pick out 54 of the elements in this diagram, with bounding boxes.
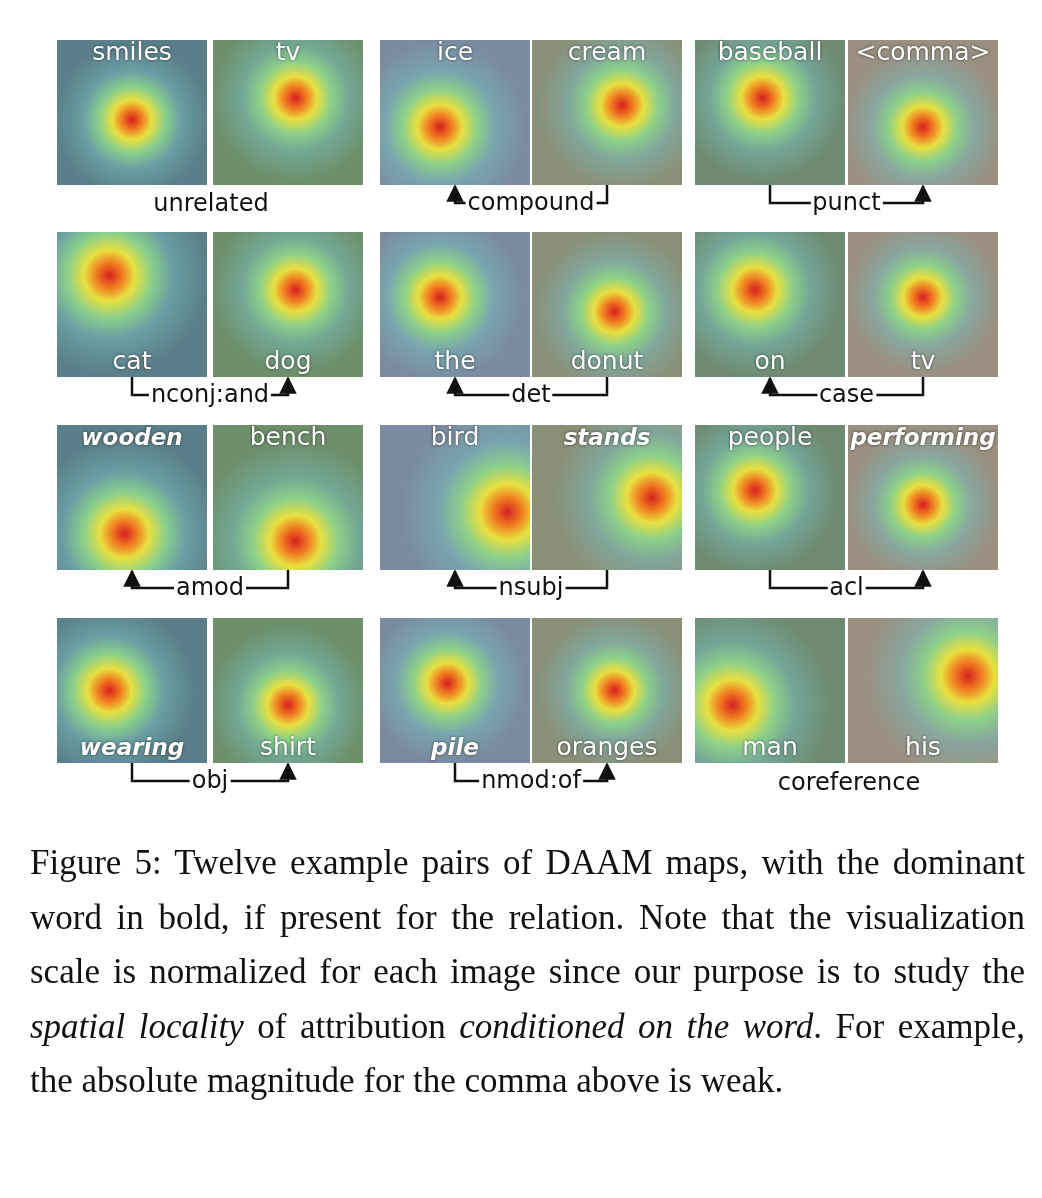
heatmap-photo	[57, 618, 207, 763]
word-label: dog	[263, 347, 313, 375]
heatmap-photo	[57, 232, 207, 377]
heatmap-photo	[848, 618, 998, 763]
heatmap-photo	[532, 40, 682, 185]
word-label: pile	[430, 733, 480, 761]
word-label: shirt	[259, 733, 317, 761]
word-label: his	[904, 733, 942, 761]
heatmap-photo	[695, 425, 845, 570]
word-label: tv	[274, 38, 302, 66]
heatmap-photo	[848, 40, 998, 185]
word-label: <comma>	[854, 38, 992, 66]
figure-caption: Figure 5: Twelve example pairs of DAAM maps, with the dominant word in bold, if present for the relation. Note that the visualization scale is normalized for each image since our purpose is to study the spatial locality of attribution conditioned on the word. For example, the absolute magnitude for the comma above is weak.	[30, 842, 1025, 1102]
heatmap-photo	[213, 425, 363, 570]
heatmap-photo	[695, 232, 845, 377]
heatmap-photo	[380, 618, 530, 763]
heatmap-photo	[848, 425, 998, 570]
edge-label: obj	[189, 767, 231, 793]
heatmap-photo	[695, 618, 845, 763]
word-label: stands	[562, 423, 652, 451]
word-label: the	[433, 347, 477, 375]
word-label: smiles	[91, 38, 173, 66]
word-label: cat	[111, 347, 153, 375]
heatmap-photo	[532, 232, 682, 377]
edge-label: nconj:and	[148, 381, 272, 407]
word-label: baseball	[716, 38, 824, 66]
word-label: on	[753, 347, 787, 375]
word-label: man	[741, 733, 799, 761]
heatmap-photo	[380, 40, 530, 185]
word-label: oranges	[555, 733, 659, 761]
word-label: donut	[569, 347, 645, 375]
heatmap-photo	[848, 232, 998, 377]
heatmap-photo	[380, 425, 530, 570]
heatmap-photo	[213, 232, 363, 377]
heatmap-photo	[213, 618, 363, 763]
heatmap-photo	[57, 40, 207, 185]
heatmap-photo	[695, 40, 845, 185]
edge-label: compound	[465, 189, 597, 215]
heatmap-photo	[532, 425, 682, 570]
heatmap-photo	[532, 618, 682, 763]
heatmap-photo	[57, 425, 207, 570]
edge-label: punct	[810, 189, 883, 215]
word-label: performing	[849, 423, 997, 451]
word-label: wooden	[80, 423, 184, 451]
word-label: wearing	[78, 733, 186, 761]
heatmap-photo	[380, 232, 530, 377]
word-label: ice	[435, 38, 475, 66]
word-label: cream	[566, 38, 648, 66]
word-label: tv	[909, 347, 937, 375]
edge-label: nsubj	[496, 574, 566, 600]
word-label: people	[726, 423, 814, 451]
heatmap-photo	[213, 40, 363, 185]
word-label: bench	[248, 423, 328, 451]
word-label: bird	[429, 423, 481, 451]
